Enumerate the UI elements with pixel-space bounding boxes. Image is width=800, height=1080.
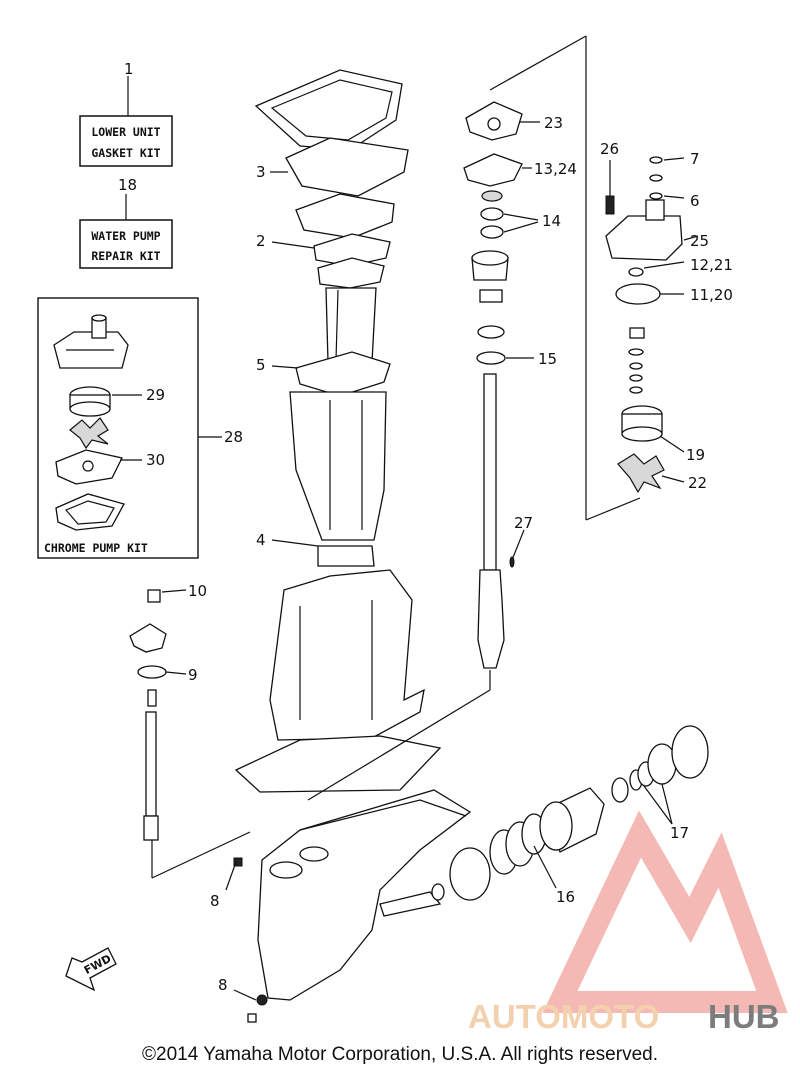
lower-casing-part: 8 8	[210, 789, 472, 1023]
chrome-pump-kit-box: 28 CHROME PUMP KIT 29 30	[37, 297, 243, 559]
copyright-notice: ©2014 Yamaha Motor Corporation, U.S.A. A…	[142, 1044, 658, 1065]
svg-text:18: 18	[118, 176, 137, 194]
svg-text:LOWER UNIT: LOWER UNIT	[91, 125, 160, 139]
exhaust-housing-part: 4	[256, 391, 387, 567]
impeller-part	[69, 417, 109, 450]
svg-text:9: 9	[188, 666, 198, 684]
svg-text:28: 28	[224, 428, 243, 446]
svg-text:13,24: 13,24	[534, 160, 577, 178]
svg-text:HUB: HUB	[708, 998, 780, 1035]
svg-text:7: 7	[690, 150, 700, 168]
svg-text:25: 25	[690, 232, 709, 250]
svg-text:30: 30	[146, 451, 165, 469]
drive-shaft-part: 27	[307, 373, 533, 801]
svg-text:AUTOMOTO: AUTOMOTO	[468, 998, 659, 1035]
svg-text:4: 4	[256, 531, 266, 549]
gasket-kit-box: 1 LOWER UNIT GASKET KIT	[79, 60, 173, 167]
plate-gasket-part	[55, 493, 125, 531]
svg-text:3: 3	[256, 163, 266, 181]
svg-text:15: 15	[538, 350, 557, 368]
svg-text:29: 29	[146, 386, 165, 404]
svg-text:GASKET KIT: GASKET KIT	[91, 146, 160, 160]
svg-text:11,20: 11,20	[690, 286, 733, 304]
svg-text:14: 14	[542, 212, 561, 230]
svg-text:2: 2	[256, 232, 266, 250]
svg-text:19: 19	[686, 446, 705, 464]
svg-text:WATER PUMP: WATER PUMP	[91, 229, 160, 243]
svg-text:REPAIR KIT: REPAIR KIT	[91, 249, 160, 263]
shift-rod-assembly: 10 9	[129, 582, 251, 879]
insert-cartridge-part: 29	[69, 386, 165, 417]
water-pump-kit-box: 18 WATER PUMP REPAIR KIT	[79, 176, 173, 269]
svg-text:27: 27	[514, 514, 533, 532]
svg-text:8: 8	[210, 892, 220, 910]
svg-text:16: 16	[556, 888, 575, 906]
outer-plate-part: 30	[55, 449, 165, 485]
propeller-shaft-parts: 16 17	[431, 725, 709, 906]
automotohub-watermark: AUTOMOTO HUB	[468, 810, 788, 1035]
pump-lower-stack: 19 22	[617, 327, 707, 494]
svg-text:26: 26	[600, 140, 619, 158]
forward-arrow-icon: FWD	[65, 947, 117, 992]
svg-text:10: 10	[188, 582, 207, 600]
svg-text:22: 22	[688, 474, 707, 492]
water-tube-part: 7 6	[638, 37, 700, 210]
svg-text:1: 1	[124, 60, 134, 78]
exhaust-tube-part: 5	[256, 287, 391, 397]
svg-text:CHROME PUMP KIT: CHROME PUMP KIT	[44, 541, 148, 555]
svg-text:6: 6	[690, 192, 700, 210]
svg-text:12,21: 12,21	[690, 256, 733, 274]
svg-text:17: 17	[670, 824, 689, 842]
svg-text:8: 8	[218, 976, 228, 994]
svg-text:5: 5	[256, 356, 266, 374]
upper-gasket-stack: 3 2	[254, 69, 409, 289]
water-pump-upper-column: 23 13,24 14 15	[463, 101, 577, 368]
svg-text:23: 23	[544, 114, 563, 132]
upper-casing-part	[234, 569, 442, 793]
pump-housing-assembly: 26 25 12,21 11,20	[600, 140, 733, 305]
pump-housing-part	[53, 314, 129, 369]
